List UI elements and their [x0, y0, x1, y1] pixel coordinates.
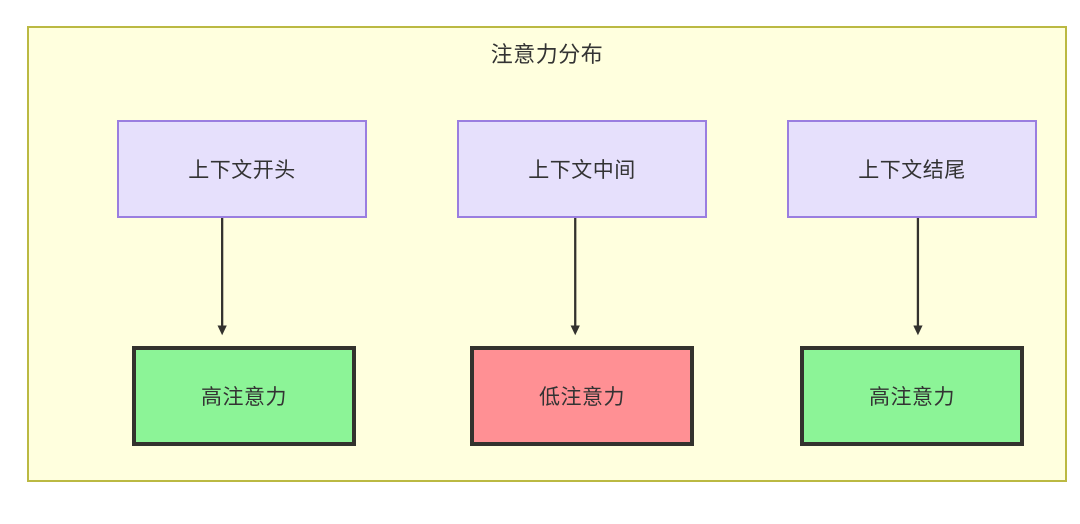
- node-attention-high-end-label: 高注意力: [869, 386, 955, 409]
- node-context-middle[interactable]: 上下文中间: [457, 120, 707, 218]
- diagram-title: 注意力分布: [490, 42, 604, 67]
- node-context-middle-label: 上下文中间: [528, 159, 636, 182]
- node-attention-low-middle[interactable]: 低注意力: [470, 346, 694, 446]
- node-attention-low-middle-label: 低注意力: [539, 386, 625, 409]
- node-attention-high-end[interactable]: 高注意力: [800, 346, 1024, 446]
- node-context-start[interactable]: 上下文开头: [117, 120, 367, 218]
- node-attention-high-start-label: 高注意力: [201, 386, 287, 409]
- node-context-end-label: 上下文结尾: [858, 159, 966, 182]
- diagram-canvas: 注意力分布 上下文开头 上下文中间 上下文结尾 高注意力 低: [27, 26, 1067, 482]
- attention-distribution-subgraph: 注意力分布 上下文开头 上下文中间 上下文结尾 高注意力 低: [27, 26, 1067, 482]
- node-context-end[interactable]: 上下文结尾: [787, 120, 1037, 218]
- node-context-start-label: 上下文开头: [188, 159, 296, 182]
- edge-layer: [217, 209, 923, 336]
- node-attention-high-start[interactable]: 高注意力: [132, 346, 356, 446]
